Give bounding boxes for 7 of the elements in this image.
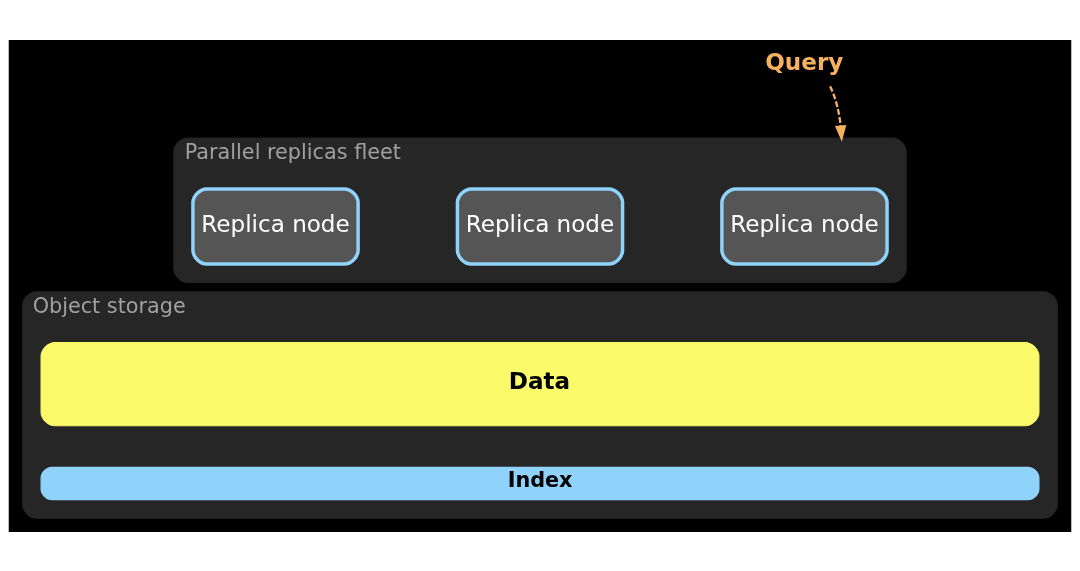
node-box: Replica node [191,186,360,266]
node-box: Replica node [720,186,889,266]
node-box: Replica node [455,186,625,266]
arrow [829,85,847,142]
node-box: Data [40,341,1040,426]
node-text: Query [765,48,844,75]
node-box: Index [40,466,1040,500]
